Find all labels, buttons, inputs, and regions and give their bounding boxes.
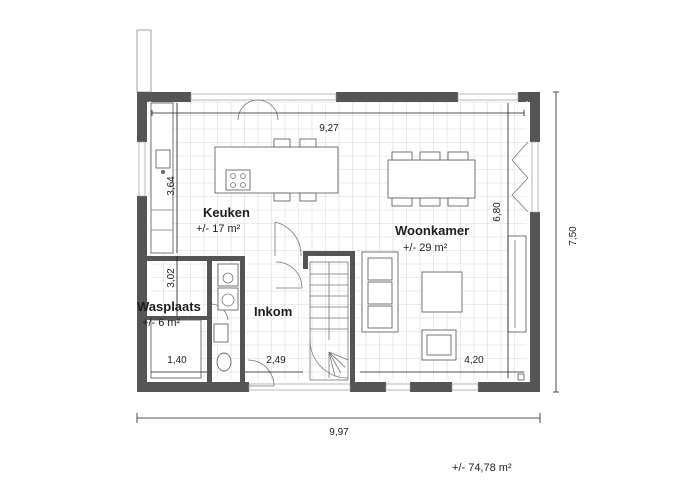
kitchen-island [214,138,339,202]
stair-tread [328,351,336,377]
dim-width-inner: 9,27 [319,123,339,134]
living-furniture [361,235,527,361]
kitchen-counter [150,102,174,254]
dim-total-width: 9,97 [329,427,349,438]
room-area-wasplaats: +/- 6 m² [142,317,181,329]
external-chimney [136,29,152,93]
stair-tread [328,351,346,368]
dim-wasplaats-depth: 3,02 [166,268,177,288]
room-area-woonkamer: +/- 29 m² [403,242,448,254]
staircase [309,261,349,381]
dim-living-depth: 6,80 [492,202,503,222]
room-name-woonkamer: Woonkamer [395,223,469,238]
dim-total-depth: 7,50 [568,226,579,246]
stair-tread [328,351,342,374]
windows [138,93,539,391]
room-name-wasplaats: Wasplaats [137,299,201,314]
dim-kitchen-depth: 3,64 [166,176,177,196]
dim-wasplaats-width: 1,40 [167,355,187,366]
dim-living-width: 4,20 [464,355,484,366]
room-name-keuken: Keuken [203,205,250,220]
corner-marker [517,373,525,381]
dining-table [387,151,476,207]
room-name-inkom: Inkom [254,304,292,319]
sink-tap-icon [161,170,165,174]
room-area-keuken: +/- 17 m² [196,223,241,235]
outer-walls [137,92,540,392]
floor-tile-grid [149,101,527,380]
total-area: +/- 74,78 m² [452,462,512,474]
dim-inkom-width: 2,49 [266,355,286,366]
stair-tread [328,351,349,361]
laundry-appliances [150,263,239,379]
dimension-lines [136,91,559,423]
window-swings [237,99,529,213]
toilet [213,323,232,372]
